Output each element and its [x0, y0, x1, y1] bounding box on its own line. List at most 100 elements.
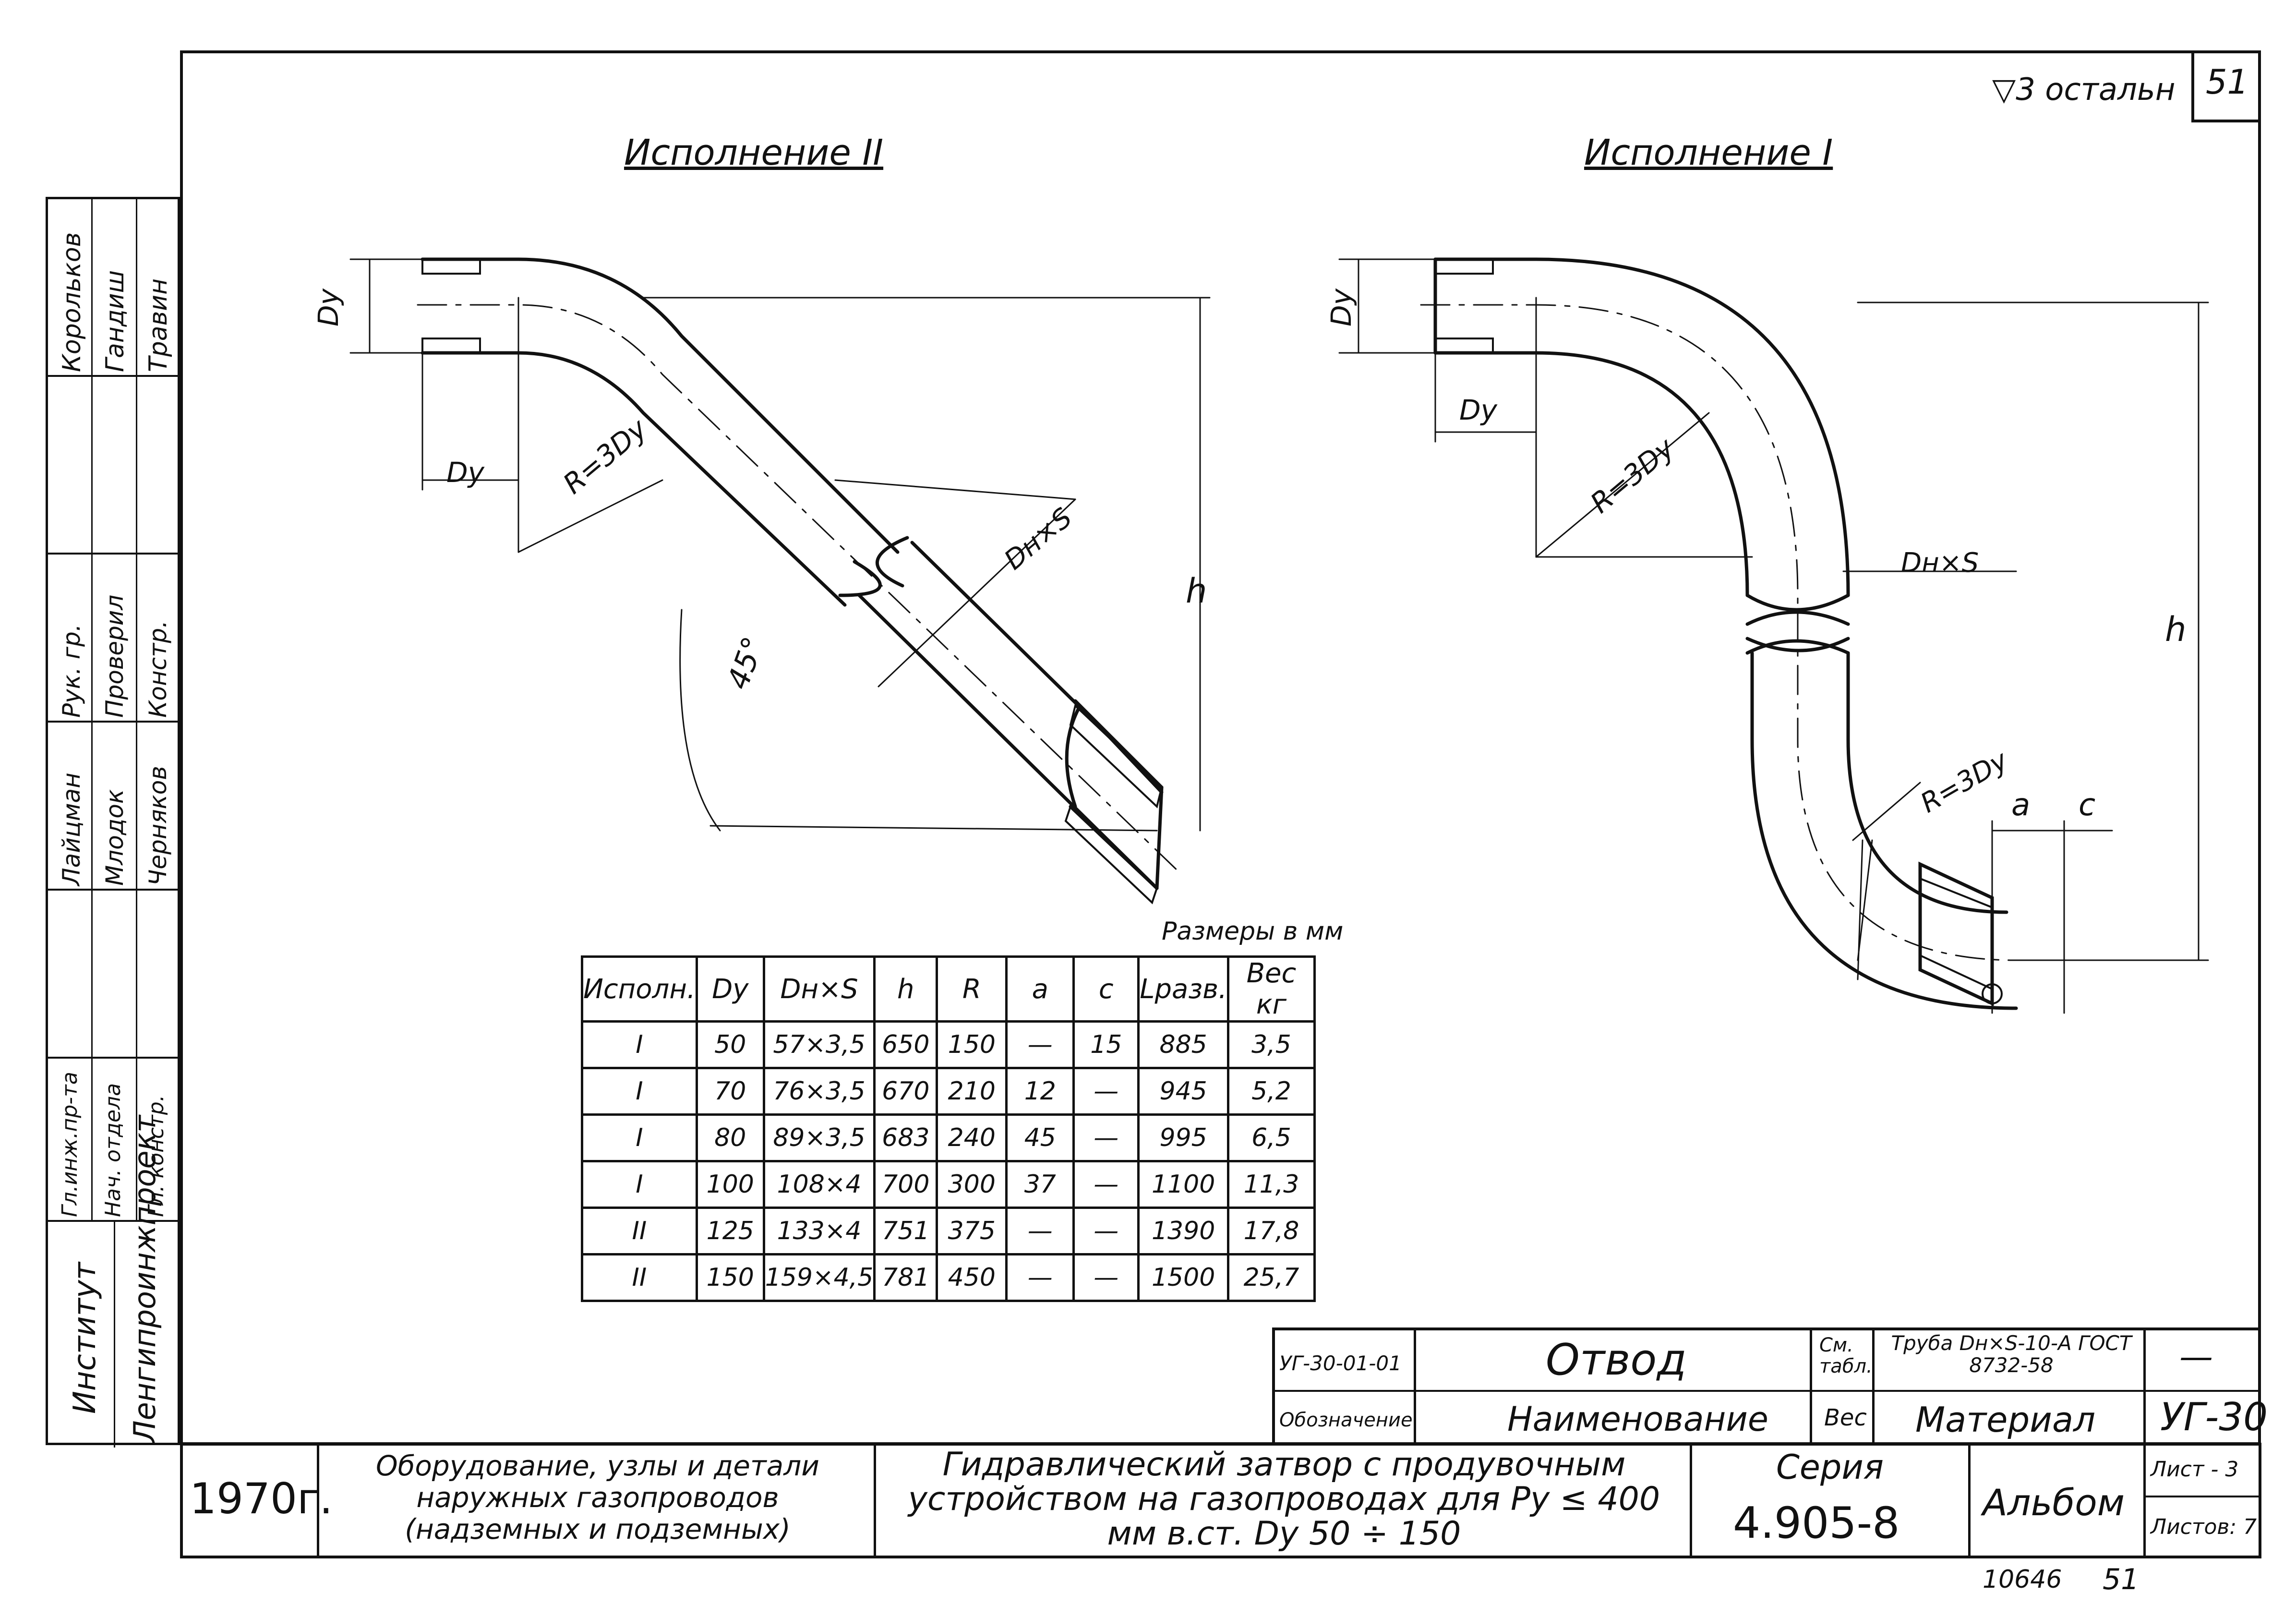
- sheet-label: Лист - 3: [2151, 1457, 2239, 1482]
- table-cell: 3,5: [1226, 1020, 1316, 1069]
- col-header: Lразв.: [1137, 955, 1229, 1023]
- col-header: h: [873, 955, 938, 1023]
- view-title-variant-1: Исполнение I: [1584, 132, 1833, 173]
- table-cell: 159×4,5: [762, 1253, 876, 1302]
- table-cell: —: [1005, 1020, 1075, 1069]
- stamp-group-institute: Институт Ленгипроинжпроект: [48, 1115, 178, 1448]
- table-cell: 700: [873, 1160, 938, 1209]
- page-number-box: [2191, 50, 2261, 122]
- tb-line: [1968, 1443, 1971, 1558]
- bottom-page-number: 51: [2103, 1563, 2140, 1596]
- col-header: Dн×S: [762, 955, 876, 1023]
- table-cell: 15: [1072, 1020, 1140, 1069]
- tb-line: [874, 1443, 876, 1558]
- bottom-archive-number: 10646: [1983, 1565, 2062, 1594]
- tb-line: [1272, 1327, 1275, 1445]
- table-cell: 210: [936, 1067, 1008, 1116]
- table-cell: 300: [936, 1160, 1008, 1209]
- label-dy-left-vertical: Dу: [312, 289, 345, 326]
- table-cell: I: [581, 1020, 698, 1069]
- table-cell: 89×3,5: [762, 1113, 876, 1162]
- spec-label: См. табл.: [1819, 1334, 1873, 1377]
- tb-line: [1272, 1390, 2261, 1392]
- bend-45-hatch: [421, 258, 1163, 905]
- bend-90-pipe: [1433, 257, 2018, 1010]
- stamp-group-signatures-2: [48, 891, 178, 1059]
- col-header: Исполн.: [581, 955, 698, 1023]
- side-stamp: Корольков Гандиш Травин Рук. гр. Провери…: [46, 197, 180, 1448]
- table-cell: 375: [936, 1207, 1008, 1255]
- col-header: Dу: [695, 955, 765, 1023]
- table-cell: 11,3: [1226, 1160, 1316, 1209]
- table-cell: 450: [936, 1253, 1008, 1302]
- stamp-col: [48, 723, 93, 889]
- stamp-role: Констр.: [144, 620, 172, 718]
- col-header: a: [1005, 955, 1075, 1023]
- table-cell: 240: [936, 1113, 1008, 1162]
- stamp-role: Гл.инж.пр-та: [58, 1072, 82, 1217]
- stamp-name: Черняков: [144, 766, 172, 886]
- stamp-name-gandish: Гандиш: [101, 270, 130, 372]
- table-cell: 1390: [1137, 1207, 1229, 1255]
- table-cell: 781: [873, 1253, 938, 1302]
- tb-line: [2259, 1443, 2261, 1558]
- tb-line: [1272, 1327, 2261, 1330]
- designation: УГ-30-01-01: [1279, 1352, 1402, 1375]
- stamp-col: [48, 1222, 115, 1448]
- table-cell: 150: [936, 1020, 1008, 1069]
- table-cell: 670: [873, 1067, 938, 1116]
- table-cell: 6,5: [1226, 1113, 1316, 1162]
- table-cell: 885: [1137, 1020, 1229, 1069]
- designation-label: Обозначение: [1279, 1409, 1413, 1431]
- series-number: 4.905-8: [1733, 1498, 1900, 1548]
- table-cell: —: [1072, 1253, 1140, 1302]
- table-cell: I: [581, 1160, 698, 1209]
- table-cell: 751: [873, 1207, 938, 1255]
- label-h-left: h: [1186, 571, 1207, 611]
- label-dy-right-vertical: Dу: [1325, 289, 1358, 326]
- stamp-role: Нач. отдела: [101, 1083, 125, 1217]
- surface-note: ▽3 остальн: [1992, 72, 2176, 108]
- stamp-col: [48, 891, 93, 1057]
- table-cell: 45: [1005, 1113, 1075, 1162]
- stamp-group-names-a: Лайцман Млодок Черняков: [48, 723, 178, 891]
- table-cell: 133×4: [762, 1207, 876, 1255]
- table-cell: 37: [1005, 1160, 1075, 1209]
- stamp-group-names-b: Корольков Гандиш Травин: [48, 199, 178, 377]
- table-cell: 125: [695, 1207, 765, 1255]
- table-cell: II: [581, 1207, 698, 1255]
- table-cell: —: [1005, 1207, 1075, 1255]
- code: УГ-30: [2160, 1395, 2268, 1439]
- stamp-col: [48, 1059, 93, 1220]
- tb-line: [180, 1443, 2261, 1446]
- stamp-role: Рук. гр.: [58, 624, 85, 718]
- series-label: Серия: [1776, 1448, 1884, 1487]
- table-header-row: Исполн. Dу Dн×S h R a c Lразв. Вес кг: [581, 955, 1316, 1023]
- album-label: Альбом: [1983, 1481, 2125, 1524]
- tb-line: [317, 1443, 319, 1558]
- bend-45-axis: [349, 258, 1211, 875]
- label-a: a: [2011, 787, 2031, 823]
- equipment-title: Оборудование, узлы и детали наружных газ…: [375, 1449, 819, 1545]
- table-cell: 995: [1137, 1113, 1229, 1162]
- label-h-right: h: [2165, 610, 2187, 649]
- stamp-col: [93, 891, 137, 1057]
- table-cell: 945: [1137, 1067, 1229, 1116]
- part-name-label: Наименование: [1507, 1400, 1768, 1439]
- bend-90-hatch: [1434, 258, 2003, 1005]
- stamp-name-korolkov: Корольков: [58, 232, 86, 372]
- table-cell: I: [581, 1067, 698, 1116]
- material-label: Материал: [1915, 1400, 2096, 1440]
- table-caption: Размеры в мм: [1162, 917, 1344, 946]
- material-dash: —: [2179, 1337, 2213, 1376]
- stamp-name: Лайцман: [58, 772, 85, 886]
- weight-label: Вес: [1824, 1404, 1867, 1431]
- label-c: c: [2079, 787, 2096, 823]
- table-cell: 683: [873, 1113, 938, 1162]
